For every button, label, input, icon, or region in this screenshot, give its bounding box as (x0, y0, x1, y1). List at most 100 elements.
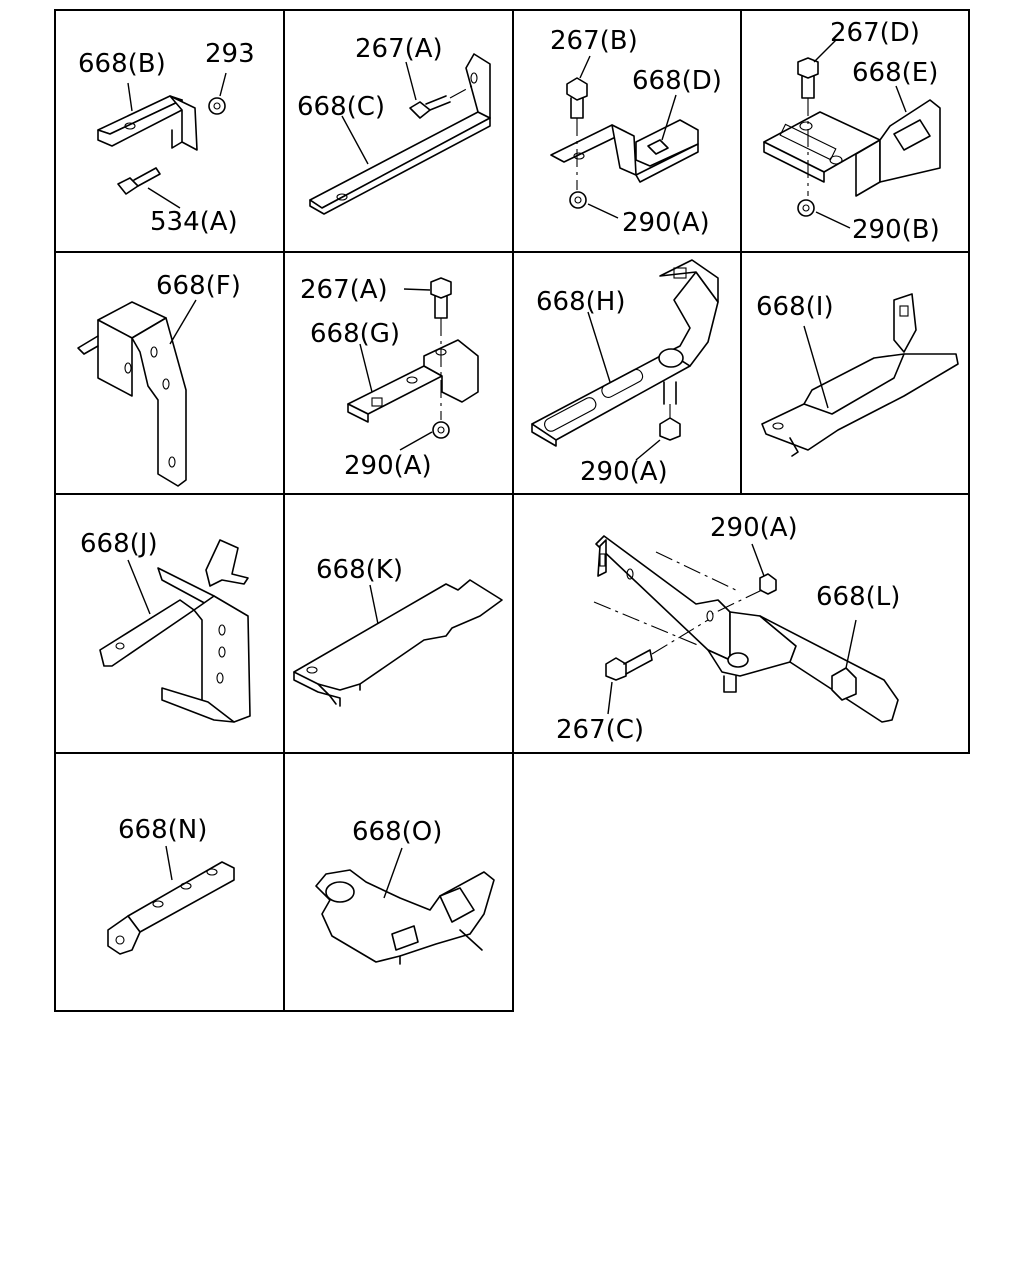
label-668e: 668(E) (852, 58, 938, 88)
bracket-668j-arm (99, 599, 195, 667)
label-668f: 668(F) (156, 271, 241, 301)
panel-1: 668(B) 293 534(A) (78, 39, 255, 237)
bolt-267a-shank (425, 95, 451, 111)
clip-window (893, 119, 931, 151)
bracket-668j-clip (205, 539, 249, 587)
label-668l: 668(L) (816, 582, 900, 612)
nut-290b (797, 199, 815, 217)
bracket-slot (544, 397, 597, 432)
bracket-668o-slot (391, 925, 419, 951)
label-293: 293 (205, 39, 255, 69)
label-668b: 668(B) (78, 49, 166, 79)
label-290a: 290(A) (622, 208, 710, 238)
bracket-668k (293, 579, 503, 691)
label-668k: 668(K) (316, 555, 403, 585)
panel-cell-3 (512, 9, 742, 253)
bracket-hole (336, 193, 348, 201)
weld-stud-head (727, 652, 749, 668)
label-668g: 668(G) (310, 319, 400, 349)
bolt-534a-shank (133, 167, 161, 187)
bracket-668f-front (97, 319, 133, 397)
weld-stud (723, 675, 737, 693)
bracket-668c-upright (465, 53, 491, 119)
bracket-hole (772, 422, 784, 430)
bracket-hole (470, 72, 478, 84)
bracket-hole (124, 122, 136, 130)
weld-stud (663, 381, 677, 405)
nut-290a (569, 191, 587, 209)
bracket-square-hole (371, 397, 383, 407)
bracket-hole (306, 666, 318, 674)
bracket-668k-edge (293, 671, 361, 707)
bracket-hole (218, 646, 226, 658)
label-267a: 267(A) (355, 34, 443, 64)
panel-7: 668(H) 290(A) (531, 259, 719, 487)
bracket-hole (115, 642, 125, 650)
panel-10: 668(K) (293, 555, 503, 707)
label-668c: 668(C) (297, 92, 385, 122)
panel-8: 668(I) (756, 292, 959, 457)
bracket-668l-arm (759, 615, 899, 723)
label-267a-g: 267(A) (300, 275, 388, 305)
bracket-668l-tab (597, 539, 607, 577)
panel-2: 267(A) 668(C) (297, 34, 491, 215)
bracket-hole (573, 152, 585, 160)
panel-3: 267(B) 668(D) 290(A) (550, 26, 722, 238)
bracket-hook (789, 437, 799, 457)
label-290a-h: 290(A) (580, 457, 668, 487)
bolt-267c-head (605, 657, 627, 681)
bracket-hole (115, 935, 125, 945)
bracket-slot (779, 123, 837, 161)
bracket-hole (216, 672, 224, 684)
bracket-668h-edge (531, 423, 557, 447)
bracket-hole (218, 624, 226, 636)
bracket-square-hole (673, 267, 687, 279)
label-290b: 290(B) (852, 215, 940, 245)
bracket-668b-side (169, 95, 198, 151)
label-668o: 668(O) (352, 817, 442, 847)
label-668h: 668(H) (536, 287, 625, 317)
bracket-slot (599, 553, 606, 567)
label-668j: 668(J) (80, 529, 158, 559)
label-267b: 267(B) (550, 26, 638, 56)
label-668n: 668(N) (118, 815, 207, 845)
bracket-hole (168, 456, 176, 468)
label-534a: 534(A) (150, 207, 238, 237)
bolt-267d-head (797, 57, 819, 79)
bracket-668d-pad (635, 119, 699, 167)
label-668d: 668(D) (632, 66, 722, 96)
bracket-hole (162, 378, 170, 390)
panel-9: 668(J) (80, 529, 251, 723)
bracket-668g-edge (347, 403, 369, 423)
nut-293 (208, 97, 226, 115)
bracket-slot (601, 368, 644, 398)
bracket-668n-flange (107, 915, 141, 955)
bracket-668j-plate (193, 595, 251, 723)
bracket-668f-arm (131, 317, 187, 487)
bracket-hole (799, 121, 813, 131)
bolt-267c-shank (623, 649, 653, 675)
panel-5: 668(F) (77, 271, 241, 487)
bracket-hole (406, 376, 418, 384)
panel-11: 290(A) 668(L) 267(C) (556, 513, 900, 745)
bracket-tab (77, 335, 99, 355)
bracket-hole (150, 346, 158, 358)
label-267c: 267(C) (556, 715, 644, 745)
label-290a-l: 290(A) (710, 513, 798, 543)
bracket-668g-riser (423, 339, 479, 403)
bracket-668j-foot (161, 687, 235, 723)
bracket-hole (626, 568, 634, 580)
nut-290a (759, 573, 777, 595)
bracket-668i (761, 353, 959, 451)
bracket-668e-front (763, 141, 825, 183)
panel-4: 267(D) 668(E) 290(B) (763, 18, 941, 245)
panel-12: 668(N) (107, 815, 235, 955)
bolt-267a-head (430, 277, 452, 299)
bracket-hole (706, 610, 714, 622)
weld-stud-head (658, 348, 684, 368)
bracket-large-hole (325, 881, 355, 903)
bracket-foot (171, 129, 183, 149)
bracket-668b-edge (97, 99, 183, 147)
bracket-hole (829, 155, 843, 165)
